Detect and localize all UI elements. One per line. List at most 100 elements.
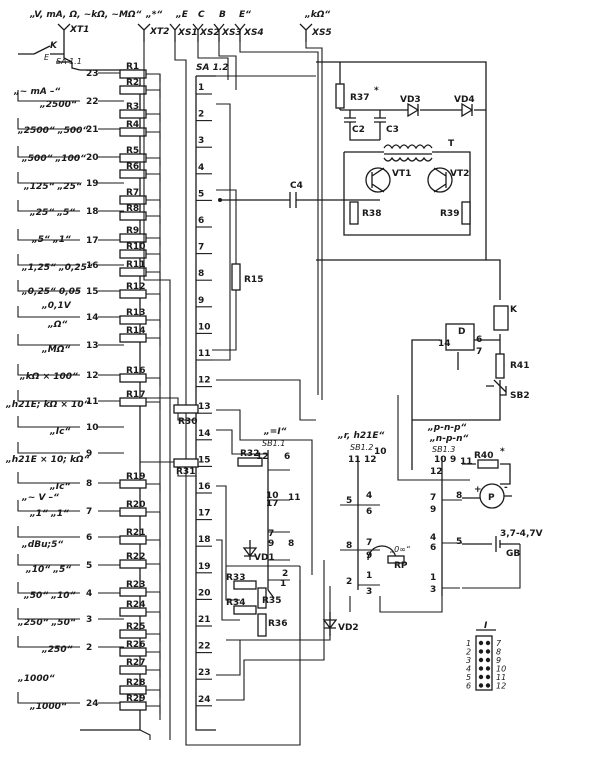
range-label-ic: „Ic“ <box>49 427 70 437</box>
range-label-ic2: „Ic“ <box>49 482 70 492</box>
vd4-diode <box>461 102 474 118</box>
sa12-contact-number: 21 <box>198 615 211 625</box>
r34-label: R34 <box>226 598 245 608</box>
range-bracket <box>17 554 80 566</box>
k-contact-label: K <box>50 41 58 51</box>
sa12-contact-number: 11 <box>198 349 211 359</box>
svg-text:17: 17 <box>266 499 279 509</box>
ladder-link <box>146 483 161 492</box>
range-bracket <box>17 442 80 454</box>
terminal-label-e2: E“ <box>239 10 251 20</box>
svg-text:10: 10 <box>266 491 279 501</box>
ladder-link <box>146 215 161 224</box>
sa12-contact-number: 5 <box>198 189 204 199</box>
range-bracket <box>17 472 80 484</box>
ladder-link <box>146 563 161 572</box>
rp-arc <box>367 545 397 561</box>
range-label-125-025: „1,25“ „0,25“ <box>21 263 93 273</box>
r33-label: R33 <box>226 573 245 583</box>
sa11-contact-number: 22 <box>86 97 99 107</box>
d-chip-label: D <box>458 327 465 337</box>
ladder-resistor-label: R3 <box>126 102 139 112</box>
range-bracket <box>17 500 80 512</box>
terminal-xs3: XS3 <box>221 28 242 38</box>
range-bracket <box>17 229 80 241</box>
terminal-xs1: XS1 <box>177 28 198 38</box>
sa12-contact-number: 2 <box>198 110 204 120</box>
r41-resistor <box>495 353 505 379</box>
connector-pin-right <box>485 640 491 646</box>
ladder-link <box>146 651 161 660</box>
svg-text:6: 6 <box>366 507 372 517</box>
svg-text:2: 2 <box>282 569 288 579</box>
sa11-contact-number: 7 <box>86 507 92 517</box>
ladder-resistor-label: R5 <box>126 146 139 156</box>
terminal-xt1-symbol <box>57 23 71 42</box>
range-label-ma: „~ mA –“ <box>13 87 60 97</box>
vd2-diode <box>322 612 338 636</box>
sa11-contact-number: 15 <box>86 287 99 297</box>
svg-text:12: 12 <box>430 467 443 477</box>
connector-pin-label-left: 4 <box>466 665 471 674</box>
ladder-resistor-label: R20 <box>126 500 145 510</box>
ladder-link <box>146 173 161 182</box>
range-label-250-50: „250“ „50“ <box>17 618 76 628</box>
sb13-title-pnp: „p-n-p“ <box>427 423 467 433</box>
ladder-link <box>146 237 161 246</box>
sa11-contact-number: 10 <box>86 423 99 433</box>
sb12-label: SB1.2 <box>350 443 373 452</box>
connector-pin-right <box>485 683 491 688</box>
sa12-contact-number: 20 <box>198 588 211 598</box>
terminal-xt2-symbol <box>137 23 151 42</box>
sa11-contact-number: 2 <box>86 643 92 653</box>
svg-text:10: 10 <box>374 447 387 457</box>
sa12-contact-number: 8 <box>198 269 204 279</box>
rp-scale-label: „0∞“ <box>390 545 411 554</box>
sa12-contact-number: 17 <box>198 509 211 519</box>
ladder-link <box>146 199 161 208</box>
c3-capacitor <box>374 110 386 140</box>
r38-resistor <box>349 201 359 225</box>
ladder-link <box>146 157 161 166</box>
connector-pin-label-left: 5 <box>466 673 471 682</box>
range-label-1-1: „1“ „1“ <box>29 509 69 519</box>
ladder-link <box>146 401 161 410</box>
svg-text:9: 9 <box>268 539 274 549</box>
svg-text:-: - <box>504 483 508 493</box>
bus-wires <box>140 42 331 746</box>
range-label-25-5: „25“ „5“ <box>29 208 75 218</box>
connector-pin-left <box>478 640 484 646</box>
ladder-resistor-label: R21 <box>126 528 145 538</box>
svg-text:5: 5 <box>456 537 462 547</box>
connector-pin-left <box>478 649 484 654</box>
c2-capacitor <box>344 110 380 141</box>
vt2-transistor <box>427 167 453 193</box>
sa11-contact-number: 24 <box>86 699 99 709</box>
sa12-contact-number: 12 <box>198 376 211 386</box>
top-terminals: „V, mA, Ω, ~kΩ, ~MΩ“ XT1 „*“ XT2 „E C B … <box>29 10 332 42</box>
p-meter-label: P <box>488 493 495 503</box>
ladder-resistor-label: R23 <box>126 580 145 590</box>
range-label-2500: „2500“ <box>39 100 77 110</box>
range-bracket-lines <box>17 90 80 704</box>
svg-text:12: 12 <box>256 452 269 462</box>
range-label-h21e10-kohm: „h21E × 10; kΩ“ <box>5 455 90 465</box>
gb-voltage: 3,7-4,7V <box>500 529 543 539</box>
r32-label: R32 <box>240 449 259 459</box>
svg-text:3: 3 <box>430 585 436 595</box>
r40-label: R40 <box>474 451 493 461</box>
ladder-link <box>146 705 161 714</box>
connector-pin-label-left: 2 <box>466 648 471 657</box>
range-bracket <box>17 334 80 346</box>
r15-resistor <box>231 263 241 291</box>
sa12-contact-number: 7 <box>198 243 204 253</box>
range-bracket <box>17 306 80 318</box>
terminal-xs4: XS4 <box>243 28 264 38</box>
converter-circuit: R37 * VD3 VD4 C2 C3 T VT1 VT2 C4 R38 R39 <box>218 61 487 261</box>
connector-pin-right <box>485 666 491 671</box>
svg-text:7: 7 <box>476 347 482 357</box>
svg-text:7: 7 <box>430 493 436 503</box>
r30-resistor <box>173 404 199 414</box>
range-label-h21e-kohm10: „h21E; kΩ × 10“ <box>5 400 90 410</box>
